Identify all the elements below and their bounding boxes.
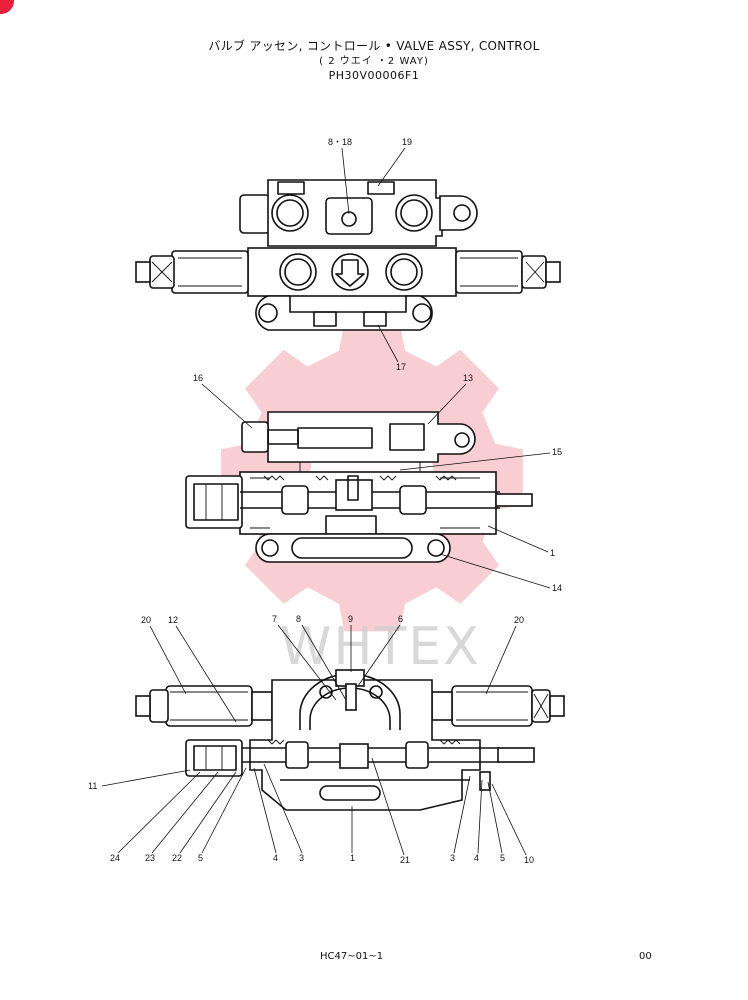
callout-5-right: 5 bbox=[500, 853, 505, 863]
watermark-text: WHTEX bbox=[280, 617, 481, 677]
callout-19: 19 bbox=[402, 137, 412, 147]
callout-17: 17 bbox=[396, 362, 406, 372]
callout-3-right: 3 bbox=[450, 853, 455, 863]
callout-11: 11 bbox=[88, 781, 97, 791]
callout-8-18: 8・18 bbox=[328, 137, 352, 147]
page-title: バルブ アッセン, コントロール • VALVE ASSY, CONTROL bbox=[208, 39, 540, 53]
callout-4-right: 4 bbox=[474, 853, 479, 863]
callout-13: 13 bbox=[463, 373, 473, 383]
callout-15: 15 bbox=[552, 447, 562, 457]
page-subtitle: ( 2 ウエイ ・2 WAY) bbox=[319, 56, 429, 67]
footer-page-number: 00 bbox=[639, 951, 652, 962]
callout-20-right: 20 bbox=[514, 615, 524, 625]
callout-3-left: 3 bbox=[299, 853, 304, 863]
footer-reference: HC47~01~1 bbox=[320, 951, 384, 962]
callout-1-bottom: 1 bbox=[350, 853, 355, 863]
callout-7: 7 bbox=[272, 614, 277, 624]
callout-1-mid: 1 bbox=[550, 548, 555, 558]
callout-20-left: 20 bbox=[141, 615, 151, 625]
middle-view: 16 13 15 1 14 bbox=[185, 373, 562, 593]
bottom-view: 20 12 7 8 9 6 20 11 24 23 22 5 4 3 1 21 … bbox=[88, 614, 565, 865]
callout-6: 6 bbox=[398, 614, 403, 624]
callout-23: 23 bbox=[145, 853, 155, 863]
callout-14: 14 bbox=[552, 583, 562, 593]
callout-12: 12 bbox=[168, 615, 178, 625]
callout-21: 21 bbox=[400, 855, 410, 865]
callout-5-left: 5 bbox=[198, 853, 203, 863]
top-view: 8・18 19 17 bbox=[135, 137, 561, 372]
callout-9: 9 bbox=[348, 614, 353, 624]
callout-16: 16 bbox=[193, 373, 203, 383]
callout-22: 22 bbox=[172, 853, 182, 863]
callout-10: 10 bbox=[524, 855, 534, 865]
callout-4-left: 4 bbox=[273, 853, 278, 863]
part-code: PH30V00006F1 bbox=[328, 69, 420, 82]
callout-8: 8 bbox=[296, 614, 301, 624]
callout-24: 24 bbox=[110, 853, 120, 863]
